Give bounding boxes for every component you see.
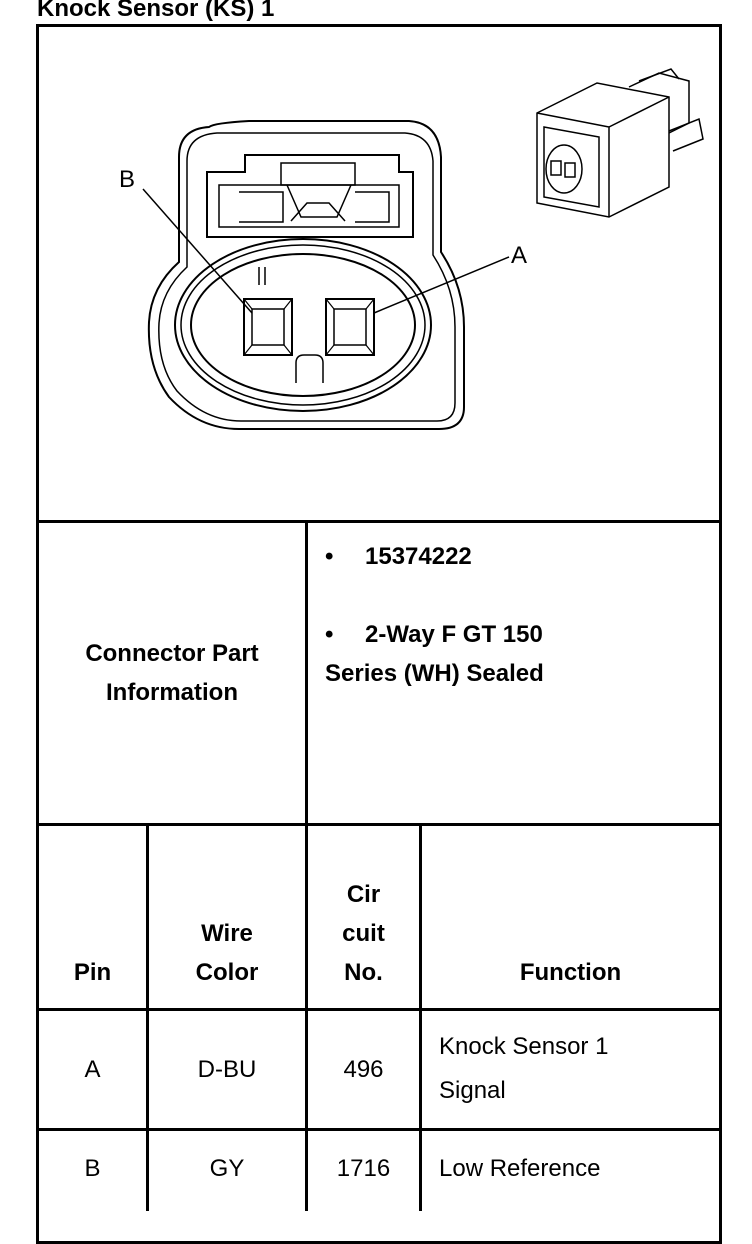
row-b-pin: B bbox=[84, 1154, 101, 1182]
page-title: Knock Sensor (KS) 1 bbox=[37, 0, 275, 22]
callout-b-label: B bbox=[119, 166, 135, 193]
header-function: Function bbox=[519, 959, 622, 986]
divider bbox=[39, 520, 719, 523]
callout-a-label: A bbox=[511, 242, 527, 269]
bullet-marker: • bbox=[325, 621, 334, 648]
bullet-marker: • bbox=[325, 543, 334, 570]
divider bbox=[39, 823, 719, 826]
description-line2: Series (WH) Sealed bbox=[325, 660, 544, 687]
row-a-wire-color: D-BU bbox=[197, 1055, 257, 1083]
divider bbox=[305, 523, 308, 1211]
row-a-circuit: 496 bbox=[343, 1055, 384, 1083]
divider bbox=[39, 1128, 719, 1131]
divider bbox=[146, 826, 149, 1211]
part-number: 15374222 bbox=[365, 543, 472, 570]
row-b-circuit: 1716 bbox=[336, 1154, 391, 1182]
header-circuit: Cir cuit No. bbox=[342, 881, 385, 986]
description-line1: 2-Way F GT 150 bbox=[365, 621, 543, 648]
header-pin: Pin bbox=[73, 959, 112, 986]
connector-sheet: B A Connector Part Information • 1537422… bbox=[36, 24, 722, 1244]
row-a-pin: A bbox=[84, 1055, 101, 1083]
row-b-function: Low Reference bbox=[439, 1154, 601, 1182]
connector-diagram: B A bbox=[39, 27, 719, 523]
divider bbox=[39, 1008, 719, 1011]
header-wire-color: Wire Color bbox=[195, 920, 259, 986]
connector-face-drawing: B A bbox=[119, 68, 704, 430]
row-b-wire-color: GY bbox=[209, 1154, 245, 1182]
row-a-function: Knock Sensor 1 Signal bbox=[439, 1033, 609, 1104]
divider bbox=[419, 826, 422, 1211]
connector-part-label: Connector Part Information bbox=[85, 640, 259, 706]
